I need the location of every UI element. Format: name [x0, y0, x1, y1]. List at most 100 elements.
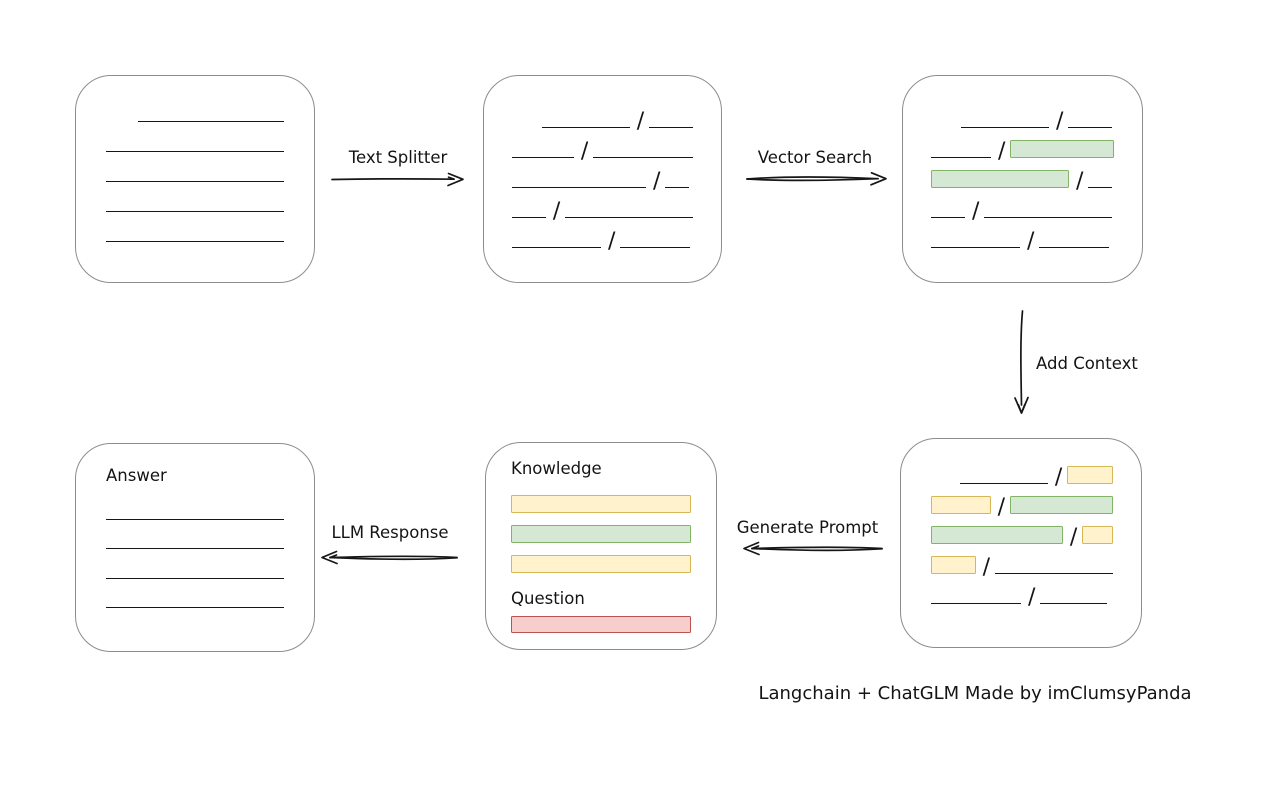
answer-box: Answer: [75, 443, 315, 652]
question-label: Question: [511, 589, 585, 608]
slash-separator: /: [636, 109, 645, 134]
add-context-label: Add Context: [1036, 354, 1138, 373]
chunk-row: [106, 122, 284, 152]
red-highlight-chunk: [511, 616, 691, 633]
green-highlight-chunk: [1010, 140, 1114, 158]
chunk-row: /: [931, 574, 1113, 609]
chunk-row: /: [512, 158, 693, 193]
chunk-row: [106, 212, 284, 242]
chunk-row: [511, 616, 691, 633]
text-line: [106, 518, 284, 520]
vector-match-lines: /////: [931, 98, 1114, 253]
document-lines: [106, 92, 284, 242]
context-chunks-box: /////: [900, 438, 1142, 648]
text-line: [106, 181, 284, 182]
text-line: [106, 241, 284, 242]
source-document-box: [75, 75, 315, 283]
chunk-row: /: [931, 484, 1113, 519]
green-highlight-chunk: [511, 525, 691, 543]
chunk-row: [106, 549, 284, 579]
text-line: [1040, 603, 1108, 604]
text-line: [984, 217, 1113, 218]
text-line: [512, 157, 574, 158]
slash-separator: /: [1054, 465, 1063, 490]
text-splitter-label: Text Splitter: [348, 148, 448, 167]
text-line: [565, 217, 693, 218]
llm-response-label: LLM Response: [331, 523, 449, 542]
chunk-row: [106, 520, 284, 549]
text-line: [512, 187, 646, 188]
chunk-row: [106, 490, 284, 520]
text-line: [931, 603, 1021, 604]
chunk-row: [511, 513, 691, 543]
text-line: [620, 247, 691, 248]
vector-search-label: Vector Search: [757, 148, 873, 167]
chunk-row: /: [931, 188, 1114, 223]
text-line: [961, 127, 1049, 128]
slash-separator: /: [580, 139, 589, 164]
text-line: [994, 573, 1113, 574]
text-line: [959, 483, 1048, 484]
text-line: [512, 217, 546, 218]
text-line: [1039, 247, 1110, 248]
generate-prompt-arrow-left-icon: [743, 541, 883, 556]
chunk-row: /: [512, 128, 693, 163]
chunk-row: /: [931, 218, 1114, 253]
slash-separator: /: [997, 495, 1006, 520]
slash-separator: /: [1076, 169, 1084, 194]
vector-search-arrow-right-icon: [746, 171, 887, 186]
yellow-highlight-chunk: [1082, 526, 1113, 544]
text-line: [931, 217, 965, 218]
text-line: [106, 211, 284, 212]
llm-response-arrow-left-icon: [321, 550, 458, 565]
slash-separator: /: [1028, 585, 1036, 610]
yellow-highlight-chunk: [511, 495, 691, 513]
slash-separator: /: [552, 199, 561, 224]
yellow-highlight-chunk: [931, 496, 991, 514]
chunk-row: /: [931, 514, 1113, 549]
chunk-row: [511, 543, 691, 573]
text-line: [665, 187, 690, 188]
slash-separator: /: [653, 169, 661, 194]
chunk-row: /: [931, 158, 1114, 193]
text-line: [1068, 127, 1113, 128]
text-line: [137, 121, 284, 122]
split-chunks-box: / / / / /: [483, 75, 722, 283]
text-line: [106, 151, 284, 152]
slash-separator: /: [997, 139, 1006, 164]
green-highlight-chunk: [1010, 496, 1113, 514]
knowledge-bars: [511, 483, 691, 573]
yellow-highlight-chunk: [931, 556, 976, 574]
text-line: [931, 157, 991, 158]
text-line: [541, 127, 630, 128]
text-line: [106, 607, 284, 608]
slash-separator: /: [608, 229, 616, 254]
green-highlight-chunk: [931, 526, 1063, 544]
chunk-row: /: [512, 188, 693, 223]
credit-caption: Langchain + ChatGLM Made by imClumsyPand…: [758, 683, 1192, 704]
split-chunk-lines: / / / / /: [512, 98, 693, 253]
add-context-arrow-down-icon: [1014, 310, 1029, 414]
chunk-row: /: [512, 218, 693, 253]
chunk-row: [106, 92, 284, 122]
text-line: [1088, 187, 1113, 188]
chunk-row: /: [931, 98, 1114, 133]
text-line: [593, 157, 693, 158]
slash-separator: /: [972, 199, 980, 224]
text-line: [931, 247, 1020, 248]
green-highlight-chunk: [931, 170, 1069, 188]
slash-separator: /: [1069, 525, 1078, 550]
slash-separator: /: [1056, 109, 1064, 134]
text-line: [106, 548, 284, 549]
vector-matches-box: /////: [902, 75, 1143, 283]
chunk-row: /: [512, 98, 693, 133]
chunk-row: [511, 483, 691, 513]
answer-label: Answer: [106, 466, 167, 485]
generate-prompt-label: Generate Prompt: [736, 518, 879, 537]
chunk-row: [106, 182, 284, 212]
knowledge-label: Knowledge: [511, 459, 602, 478]
chunk-row: [106, 152, 284, 182]
question-bar: [511, 616, 691, 633]
text-line: [649, 127, 693, 128]
